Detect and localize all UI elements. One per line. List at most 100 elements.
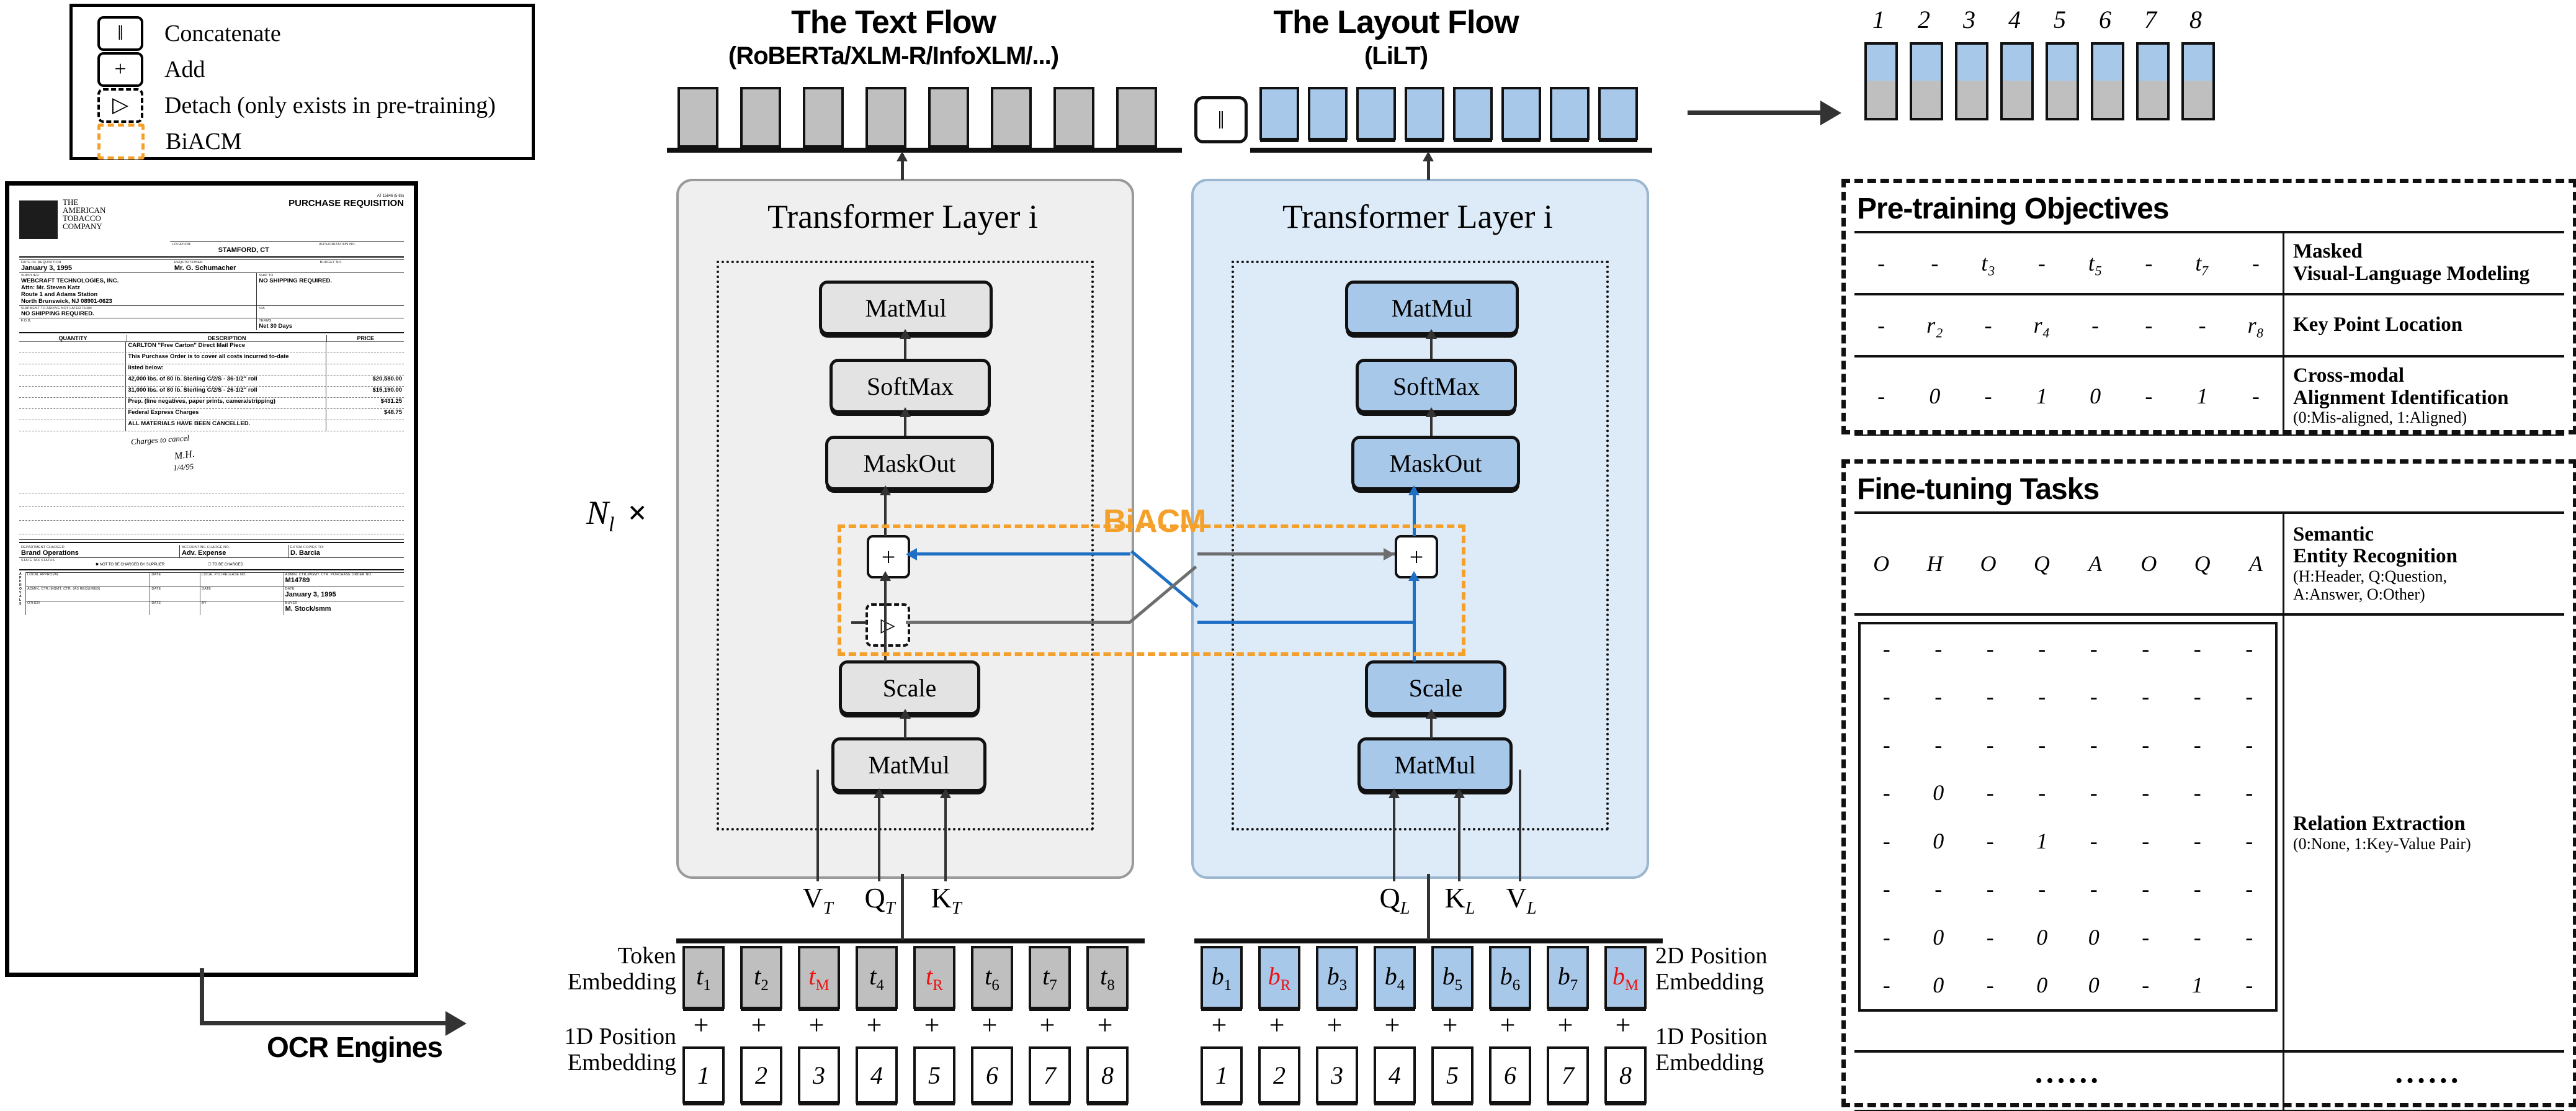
re-matrix-cell: - bbox=[2193, 732, 2201, 757]
token-embedding-cell: t4 bbox=[856, 946, 898, 1009]
pretraining-cell: - bbox=[1877, 313, 1885, 338]
supplier-line-3: Route 1 and Adams Station bbox=[21, 291, 98, 298]
text-line-softmax-maskout bbox=[904, 410, 906, 436]
col-header-description: DESCRIPTION bbox=[127, 335, 326, 341]
embedding-plus-symbol: + bbox=[866, 1010, 882, 1040]
pretraining-cell: - bbox=[2252, 251, 2260, 276]
re-matrix-cell: - bbox=[1986, 780, 1994, 806]
re-matrix-cell: - bbox=[2038, 732, 2046, 757]
re-matrix-cell: - bbox=[1882, 636, 1890, 661]
layout-q-arrow-icon bbox=[1389, 788, 1400, 798]
arrive-label: SHIPMENT TO ARRIVE NOT LATER THAN bbox=[21, 307, 92, 310]
field-label-location: LOCATION: bbox=[172, 243, 192, 246]
output-bar-index: 6 bbox=[2099, 6, 2111, 34]
text-arrow-scale-matmul-icon bbox=[900, 709, 911, 719]
to-output-arrow-line bbox=[1688, 110, 1823, 115]
embedding-plus-symbol: + bbox=[1269, 1010, 1285, 1040]
approval-sub-label: DATE bbox=[151, 601, 161, 605]
doc-cell-qty bbox=[19, 398, 125, 408]
ellipsis-left: •••••• bbox=[2035, 1069, 2102, 1092]
layout-input-k-label: KL bbox=[1444, 882, 1475, 919]
re-matrix-cell: - bbox=[2142, 732, 2150, 757]
text-line-matmul-softmax bbox=[904, 331, 906, 359]
doc-cell-price: $431.25 bbox=[325, 398, 404, 408]
layout-output-chip bbox=[1598, 87, 1638, 140]
token-embedding-cell: b6 bbox=[1489, 946, 1531, 1009]
approval-sub-label: DATE bbox=[151, 573, 161, 577]
ocr-arrow-head-icon bbox=[445, 1011, 467, 1036]
approval-sub-label: ADMIN. CTR./MGMT. CTR. (AS REQUIRED) bbox=[27, 587, 101, 591]
re-matrix-cell: - bbox=[1986, 973, 1994, 998]
handwriting-line-3: 1/4/95 bbox=[172, 461, 194, 473]
via-label: VIA bbox=[259, 307, 265, 310]
legend-label-detach: Detach (only exists in pre-training) bbox=[164, 92, 496, 119]
token-embedding-cell: t8 bbox=[1086, 946, 1129, 1009]
doc-cell-desc: This Purchase Order is to cover all cost… bbox=[125, 353, 325, 364]
doc-cell-qty bbox=[19, 376, 125, 386]
biacm-label: BiACM bbox=[1103, 503, 1206, 539]
footer-label-acct: ACCOUNTING CHARGE NO. bbox=[182, 546, 230, 549]
doc-cell-desc: Prep. (line negatives, paper prints, cam… bbox=[125, 398, 325, 408]
re-matrix-cell: - bbox=[2193, 636, 2201, 661]
approval-sub-label: BY bbox=[202, 601, 207, 605]
pretraining-cell: - bbox=[2037, 251, 2046, 276]
approval-value: January 3, 1995 bbox=[285, 591, 336, 598]
text-op-scale: Scale bbox=[839, 660, 980, 715]
re-matrix-cell: - bbox=[2245, 780, 2253, 806]
re-label-cell: Relation Extraction (0:None, 1:Key-Value… bbox=[2283, 616, 2564, 1050]
approval-sub-label: DATE bbox=[151, 587, 161, 591]
ser-cell: O bbox=[2140, 551, 2157, 576]
re-matrix-cell: - bbox=[2142, 876, 2150, 902]
pretraining-title: Pre-training Objectives bbox=[1857, 192, 2170, 225]
doc-table-row: 31,000 lbs. of 80 lb. Sterling C/2/S - 2… bbox=[19, 387, 404, 398]
text-embedding-stem bbox=[901, 874, 904, 940]
re-matrix-cell: 1 bbox=[2036, 828, 2048, 853]
position-embedding-cell: 7 bbox=[1547, 1046, 1589, 1104]
re-matrix-cell: - bbox=[1986, 828, 1994, 853]
supplier-line-1: WEBCRAFT TECHNOLOGIES, INC. bbox=[21, 277, 119, 284]
position-embedding-cell: 8 bbox=[1604, 1046, 1647, 1104]
embedding-plus-symbol: + bbox=[1557, 1010, 1573, 1040]
ocr-arrow-horizontal bbox=[200, 1021, 448, 1025]
token-embedding-cell: t7 bbox=[1029, 946, 1071, 1009]
biacm-blue-h-bottom bbox=[1197, 621, 1413, 624]
re-matrix-cell: - bbox=[1934, 876, 1943, 902]
doc-table-row: 42,000 lbs. of 80 lb. Sterling C/2/S - 3… bbox=[19, 376, 404, 387]
pretraining-cell: - bbox=[2252, 384, 2260, 408]
text-input-k-label: KT bbox=[931, 882, 962, 919]
pretraining-cell: - bbox=[1877, 384, 1885, 408]
field-label-requisitioner: REQUISITIONER bbox=[174, 261, 203, 264]
re-matrix-cell: - bbox=[2090, 876, 2098, 902]
shipto-value: NO SHIPPING REQUIRED. bbox=[259, 277, 333, 284]
doc-table-row: ALL MATERIALS HAVE BEEN CANCELLED. bbox=[19, 420, 404, 431]
position-embedding-cell: 4 bbox=[856, 1046, 898, 1104]
legend-item-detach: ▷ Detach (only exists in pre-training) bbox=[97, 88, 532, 124]
pretraining-cell: - bbox=[2145, 251, 2153, 276]
output-bar-text-segment bbox=[1864, 81, 1898, 120]
legend-label-concatenate: Concatenate bbox=[164, 20, 281, 47]
field-value-requisitioner: Mr. G. Schumacher bbox=[174, 264, 236, 272]
token-embedding-cell: t2 bbox=[740, 946, 782, 1009]
pretraining-label: Key Point Location bbox=[2293, 313, 2463, 336]
doc-cell-qty bbox=[19, 409, 125, 420]
re-matrix-cell: - bbox=[1882, 828, 1890, 853]
pretraining-cell: t₃ bbox=[1981, 251, 1995, 276]
output-bar-layout-segment bbox=[2136, 42, 2170, 85]
re-matrix-cell: - bbox=[2245, 828, 2253, 853]
position-embedding-cell: 1 bbox=[1201, 1046, 1243, 1104]
re-matrix-cell: - bbox=[2193, 684, 2201, 709]
re-matrix-cell: - bbox=[2245, 973, 2253, 998]
text-arrow-add-scale-icon bbox=[880, 571, 891, 581]
layout-embedding-stem bbox=[1427, 874, 1430, 940]
tax-option-2: ☐ TO BE CHARGED bbox=[208, 563, 243, 567]
position-embedding-cell: 7 bbox=[1029, 1046, 1071, 1104]
doc-table-row: listed below: bbox=[19, 364, 404, 376]
text-line-maskout-add bbox=[884, 488, 887, 536]
embedding-plus-symbol: + bbox=[693, 1010, 709, 1040]
ser-cell: O bbox=[1873, 551, 1890, 576]
col-header-quantity: QUANTITY bbox=[58, 335, 87, 341]
